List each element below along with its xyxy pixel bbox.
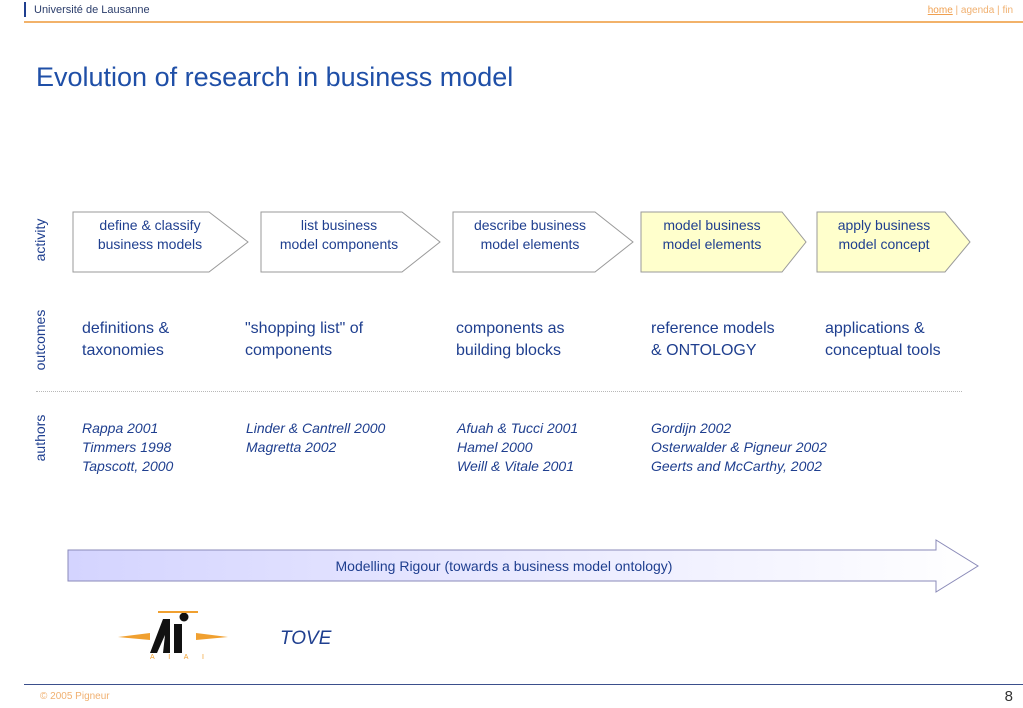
nav-separator: | [994, 5, 1003, 16]
outcome-5: applications & conceptual tools [825, 320, 941, 359]
authors-column-2: Linder & Cantrell 2000 Magretta 2002 [246, 420, 386, 455]
activity-2-text: list business model components [279, 217, 399, 252]
activity-chevron-5 [816, 211, 971, 273]
logo-letters: A I A I [150, 654, 210, 661]
dotted-divider [36, 391, 962, 392]
header-accent-bar [24, 2, 26, 17]
nav-home-link[interactable]: home [927, 5, 953, 16]
authors-column-3: Afuah & Tucci 2001 Hamel 2000 Weill & Vi… [457, 420, 579, 474]
header-rule [24, 21, 1023, 23]
activity-chevron-4 [640, 211, 807, 273]
outcome-3: components as building blocks [456, 320, 565, 359]
tove-label: TOVE [280, 628, 332, 649]
footer-rule [24, 684, 1023, 685]
activity-4-text: model business model elements [662, 217, 762, 252]
nav-separator: | [952, 5, 961, 16]
rigour-arrow-label: Modelling Rigour (towards a business mod… [335, 558, 673, 574]
rigour-arrow [67, 539, 979, 593]
slide-title: Evolution of research in business model [36, 62, 514, 92]
activity-5-text: apply business model concept [837, 217, 931, 252]
aiai-logo-icon [118, 611, 228, 653]
activity-3-text: describe business model elements [473, 217, 587, 252]
nav-agenda-link[interactable]: agenda [960, 5, 995, 16]
outcome-1: definitions & taxonomies [82, 320, 170, 359]
footer-copyright: © 2005 Pigneur [40, 691, 110, 702]
authors-column-4: Gordijn 2002 Osterwalder & Pigneur 2002 … [651, 420, 827, 474]
authors-column-1: Rappa 2001 Timmers 1998 Tapscott, 2000 [82, 420, 174, 474]
activity-1-text: define & classify business models [97, 217, 203, 252]
nav-fin-link[interactable]: fin [1002, 5, 1013, 16]
page-number: 8 [1004, 688, 1013, 705]
activity-chevron-3 [452, 211, 634, 273]
institution-name: Université de Lausanne [34, 4, 150, 16]
activity-chevron-2 [260, 211, 441, 273]
outcome-2: "shopping list" of components [245, 320, 364, 359]
header-nav: home | agenda | fin [928, 5, 1013, 16]
outcome-4: reference models & ONTOLOGY [651, 320, 775, 359]
activity-chevron-1 [72, 211, 249, 273]
